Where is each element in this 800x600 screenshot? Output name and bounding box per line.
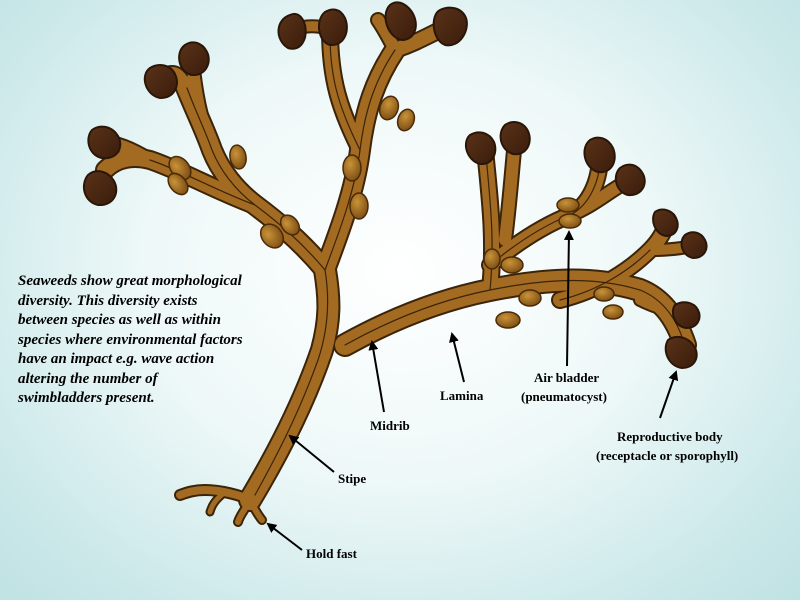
label-midrib: Midrib bbox=[370, 418, 410, 433]
receptacle bbox=[680, 231, 708, 260]
midrib-arrow bbox=[368, 340, 385, 413]
air-bladder bbox=[229, 144, 247, 170]
receptacle bbox=[671, 301, 701, 330]
receptacle bbox=[614, 163, 646, 197]
receptacle bbox=[499, 121, 531, 156]
receptacle bbox=[432, 6, 468, 47]
air-bladder bbox=[349, 192, 369, 220]
air-bladder bbox=[556, 197, 580, 213]
label-holdfast: Hold fast bbox=[306, 546, 358, 561]
air-bladder bbox=[396, 108, 416, 132]
receptacle bbox=[464, 131, 497, 166]
label-lamina: Lamina bbox=[440, 388, 484, 403]
holdfast-arrow bbox=[266, 522, 303, 551]
receptacle bbox=[652, 208, 679, 238]
label-air-bladder-sub: (pneumatocyst) bbox=[521, 389, 607, 404]
lamina-arrow bbox=[449, 332, 465, 383]
air-bladder bbox=[483, 248, 501, 270]
stipe-arrow bbox=[288, 434, 335, 473]
receptacle bbox=[384, 1, 417, 42]
receptacle bbox=[664, 335, 698, 370]
receptacle bbox=[277, 12, 307, 50]
air-bladder bbox=[593, 286, 615, 302]
labels: Hold fast Stipe Midrib Lamina Air bladde… bbox=[306, 370, 738, 561]
midrib-lines bbox=[149, 34, 684, 496]
receptacle bbox=[82, 170, 118, 207]
label-reproductive: Reproductive body bbox=[617, 429, 723, 444]
air-bladder bbox=[342, 154, 362, 182]
label-stipe: Stipe bbox=[338, 471, 366, 486]
receptacle bbox=[318, 8, 348, 47]
receptacle bbox=[143, 64, 178, 100]
air-bladder bbox=[378, 95, 400, 121]
air-bladder-arrow bbox=[563, 230, 574, 367]
air-bladder bbox=[279, 214, 301, 236]
air-bladder bbox=[495, 311, 521, 329]
air-bladder bbox=[259, 223, 285, 249]
air-bladder bbox=[602, 304, 624, 320]
receptacle bbox=[178, 41, 210, 77]
frond bbox=[92, 12, 702, 527]
air-bladder bbox=[558, 213, 582, 229]
air-bladder bbox=[518, 289, 542, 307]
reproductive-arrow bbox=[659, 370, 679, 419]
receptacle bbox=[583, 136, 616, 174]
receptacle bbox=[87, 125, 122, 160]
label-reproductive-sub: (receptacle or sporophyll) bbox=[596, 448, 738, 463]
description-text: Seaweeds show great morphological divers… bbox=[18, 273, 243, 406]
receptacles bbox=[82, 1, 708, 370]
arrows bbox=[266, 230, 679, 551]
air-bladders bbox=[167, 95, 624, 329]
label-air-bladder: Air bladder bbox=[534, 370, 599, 385]
air-bladder bbox=[500, 256, 524, 274]
air-bladder bbox=[167, 172, 189, 196]
